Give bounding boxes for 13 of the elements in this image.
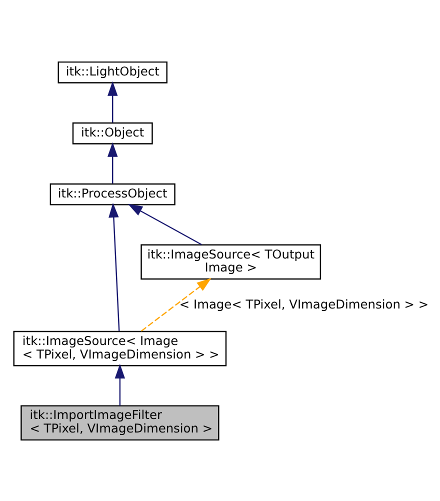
node-box: itk::ImportImageFilter < TPixel, VImageDimension > <box>20 404 219 440</box>
arrow <box>140 277 211 332</box>
node-box: itk::LightObject <box>57 60 167 83</box>
arrow <box>107 142 118 183</box>
edge-label: < Image< TPixel, VImageDimension > > <box>178 296 428 311</box>
arrow <box>114 363 125 406</box>
arrow <box>108 202 120 331</box>
node-box: itk::ImageSource< Image < TPixel, VImageDimension > > <box>12 330 226 366</box>
arrow <box>107 80 118 122</box>
arrow <box>127 203 202 245</box>
node-box: itk::Object <box>72 122 152 144</box>
node-box: itk::ProcessObject <box>49 182 175 205</box>
node-box: itk::ImageSource< TOutput Image > <box>140 244 321 280</box>
